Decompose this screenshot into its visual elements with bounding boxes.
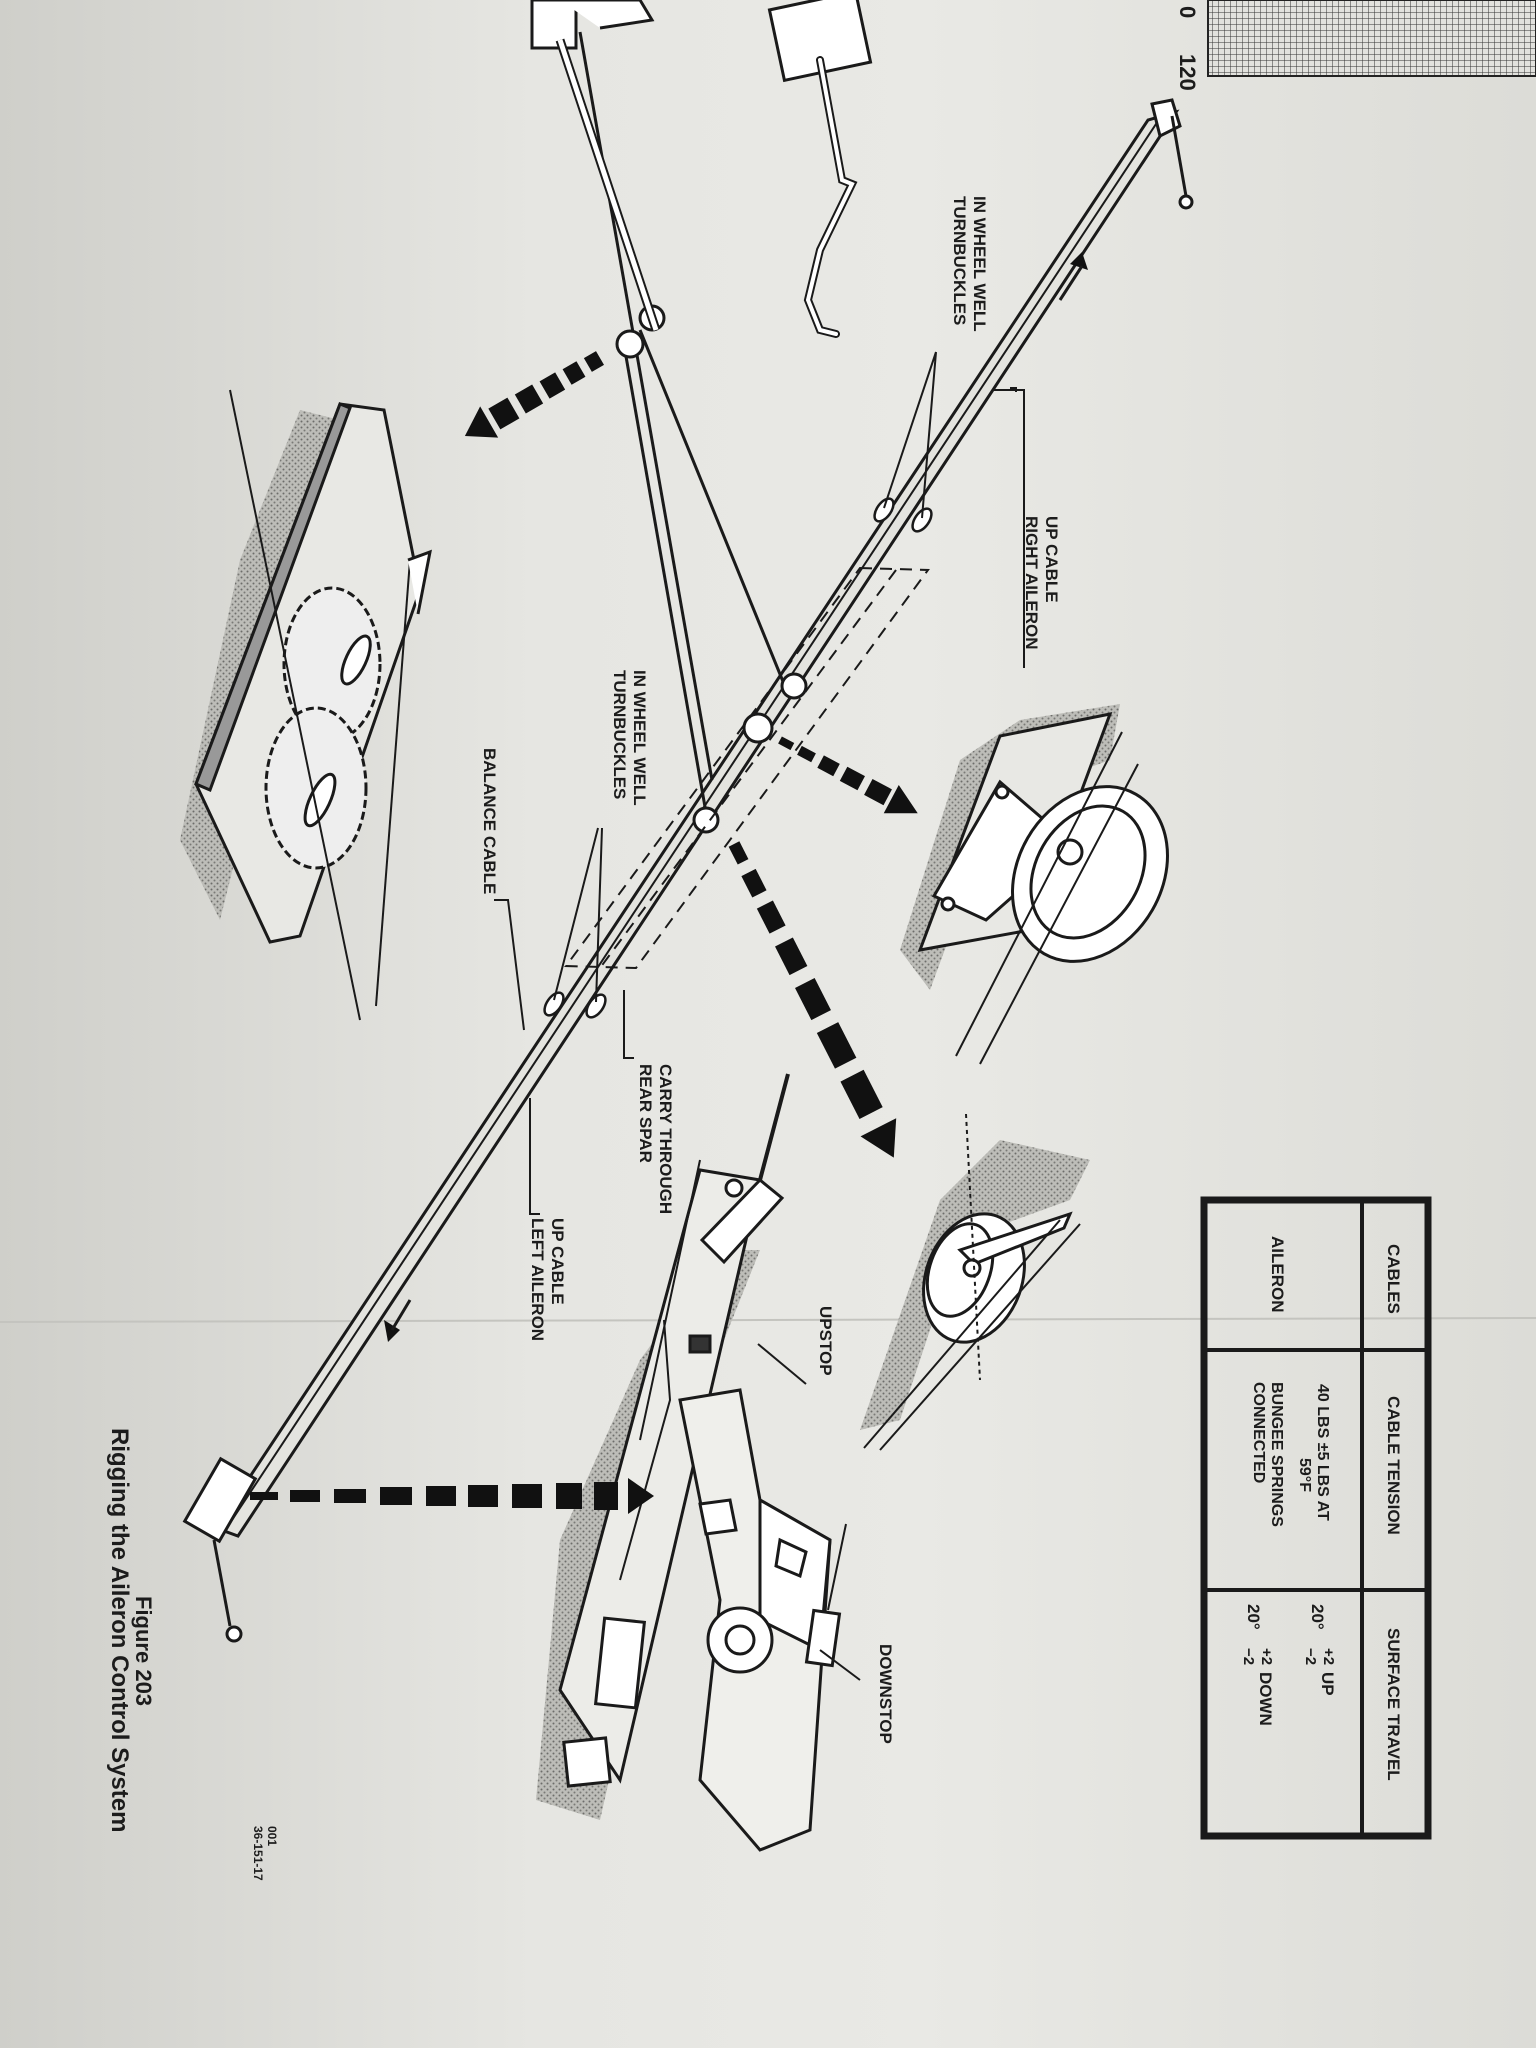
callout-leaders [494, 351, 1025, 1681]
single-pulley-detail [900, 704, 1169, 1065]
cable-pulley-detail [860, 1113, 1090, 1451]
svg-text:+2: +2 [1320, 1648, 1337, 1665]
table-cell-cable: AILERON [1268, 1236, 1287, 1313]
arrow-down-icon [384, 1320, 400, 1342]
svg-text:DOWN: DOWN [1256, 1672, 1275, 1726]
table-cell-tension-3: BUNGEE SPRINGS [1268, 1382, 1285, 1527]
travel-down: 20° +2 −2 DOWN [1240, 1604, 1275, 1726]
figure-caption: Figure 203 [131, 1596, 156, 1706]
svg-text:CARRY THROUGH: CARRY THROUGH [656, 1064, 675, 1214]
svg-text:IN WHEEL WELL: IN WHEEL WELL [970, 196, 989, 332]
svg-text:+2: +2 [1258, 1648, 1275, 1665]
scale-tick-120: 120 [1175, 54, 1200, 91]
travel-up: 20° +2 −2 UP [1302, 1604, 1337, 1696]
label-rear-spar-carry-through: REAR SPAR CARRY THROUGH [636, 1064, 675, 1214]
svg-text:RIGHT AILERON: RIGHT AILERON [1022, 516, 1041, 649]
figure-title: Rigging the Aileron Control System [106, 1428, 133, 1832]
scale-tick-0: 0 [1175, 6, 1200, 18]
svg-text:UP CABLE: UP CABLE [548, 1218, 567, 1305]
svg-text:TURNBUCKLES: TURNBUCKLES [950, 196, 969, 325]
rear-spar-carry-through [564, 566, 930, 970]
svg-text:LEFT AILERON: LEFT AILERON [528, 1218, 547, 1341]
svg-text:001: 001 [265, 1826, 279, 1846]
label-balance-cable: BALANCE CABLE [480, 748, 499, 894]
label-left-aileron-up-cable: LEFT AILERON UP CABLE [528, 1218, 567, 1341]
scale-grid [1207, 0, 1536, 77]
bellcrank-detail [536, 1073, 847, 1852]
svg-text:−2: −2 [1302, 1648, 1319, 1665]
wheel-well-linkage [530, 0, 873, 338]
label-upstop: UPSTOP [816, 1306, 835, 1376]
upper-cable-end-fitting [1150, 98, 1194, 210]
svg-text:IN WHEEL WELL: IN WHEEL WELL [630, 670, 649, 806]
arrow-up-icon [1070, 252, 1088, 270]
doc-code: 36-151-17 001 [251, 1826, 279, 1881]
label-turnbuckles-top: TURNBUCKLES IN WHEEL WELL [950, 196, 989, 332]
page-fold [0, 1317, 1536, 1323]
svg-text:20°: 20° [1308, 1604, 1327, 1630]
svg-text:UP CABLE: UP CABLE [1042, 516, 1061, 603]
svg-text:20°: 20° [1244, 1604, 1263, 1630]
label-right-aileron-up-cable: RIGHT AILERON UP CABLE [1022, 516, 1061, 649]
figure-title-wrap: Rigging the Aileron Control System [106, 1428, 133, 1832]
table-header-cable-tension: CABLE TENSION [1384, 1396, 1403, 1535]
pulley [742, 712, 774, 744]
detail-pointer-arrows [250, 351, 918, 1514]
svg-text:UPSTOP: UPSTOP [816, 1306, 835, 1376]
svg-text:−2: −2 [1240, 1648, 1257, 1665]
double-pulley-detail [180, 389, 432, 1021]
table-header-surface-travel: SURFACE TRAVEL [1384, 1628, 1403, 1781]
svg-text:TURNBUCKLES: TURNBUCKLES [610, 670, 629, 799]
svg-text:UP: UP [1318, 1672, 1337, 1696]
figure-number: Figure 203 [131, 1596, 156, 1706]
label-downstop: DOWNSTOP [876, 1644, 895, 1744]
svg-text:REAR SPAR: REAR SPAR [636, 1064, 655, 1163]
aileron-cable-run [182, 31, 1194, 1643]
table-header-cables: CABLES [1384, 1244, 1403, 1314]
lower-cable-end-fitting [182, 1456, 258, 1643]
table-cell-tension-1: 40 LBS ±5 LBS AT [1314, 1384, 1331, 1521]
table-cell-tension-4: CONNECTED [1250, 1382, 1267, 1483]
balance-cable [578, 31, 714, 781]
svg-text:BALANCE CABLE: BALANCE CABLE [480, 748, 499, 894]
rigging-spec-table: CABLES CABLE TENSION SURFACE TRAVEL AILE… [1200, 1196, 1432, 1840]
label-turnbuckles-mid: TURNBUCKLES IN WHEEL WELL [610, 670, 649, 806]
svg-text:DOWNSTOP: DOWNSTOP [876, 1644, 895, 1744]
svg-text:36-151-17: 36-151-17 [251, 1826, 265, 1881]
table-cell-tension-2: 59°F [1296, 1458, 1313, 1492]
